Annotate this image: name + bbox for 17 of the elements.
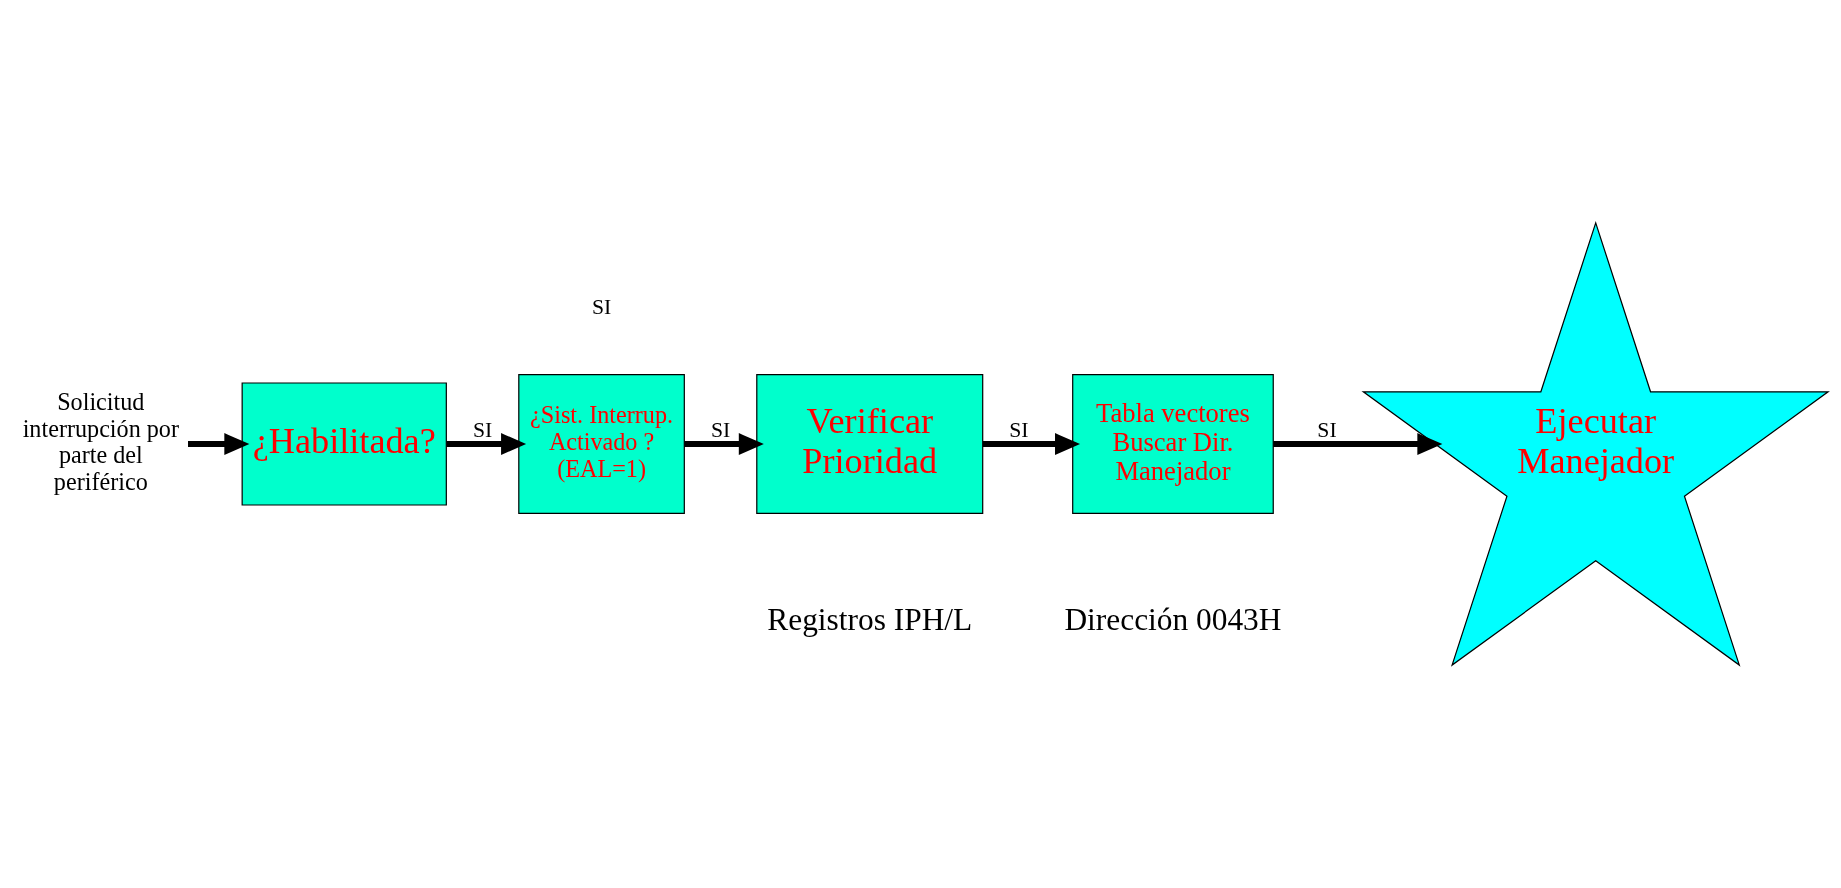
arrow bbox=[982, 433, 1080, 455]
node-box: Tabla vectores Buscar Dir. Manejador bbox=[1071, 373, 1274, 515]
edge-label: SI bbox=[1316, 418, 1337, 443]
arrow bbox=[1272, 433, 1442, 455]
node-box: ¿Sist. Interrup. Activado ? (EAL=1) bbox=[517, 373, 685, 515]
edge-label: SI bbox=[710, 418, 730, 443]
edge-label: SI bbox=[472, 418, 492, 443]
arrow bbox=[446, 433, 526, 455]
node-box: Verificar Prioridad bbox=[755, 373, 983, 515]
label: SI bbox=[591, 295, 611, 320]
arrow bbox=[187, 433, 249, 455]
node-box: ¿Habilitada? bbox=[241, 382, 447, 506]
node-text: Solicitud interrupción por parte del periférico bbox=[22, 388, 179, 495]
arrow bbox=[683, 433, 764, 455]
node-label: Dirección 0043H bbox=[1063, 602, 1281, 638]
edge-label: SI bbox=[1008, 418, 1029, 443]
node-label: Registros IPH/L bbox=[766, 602, 972, 638]
